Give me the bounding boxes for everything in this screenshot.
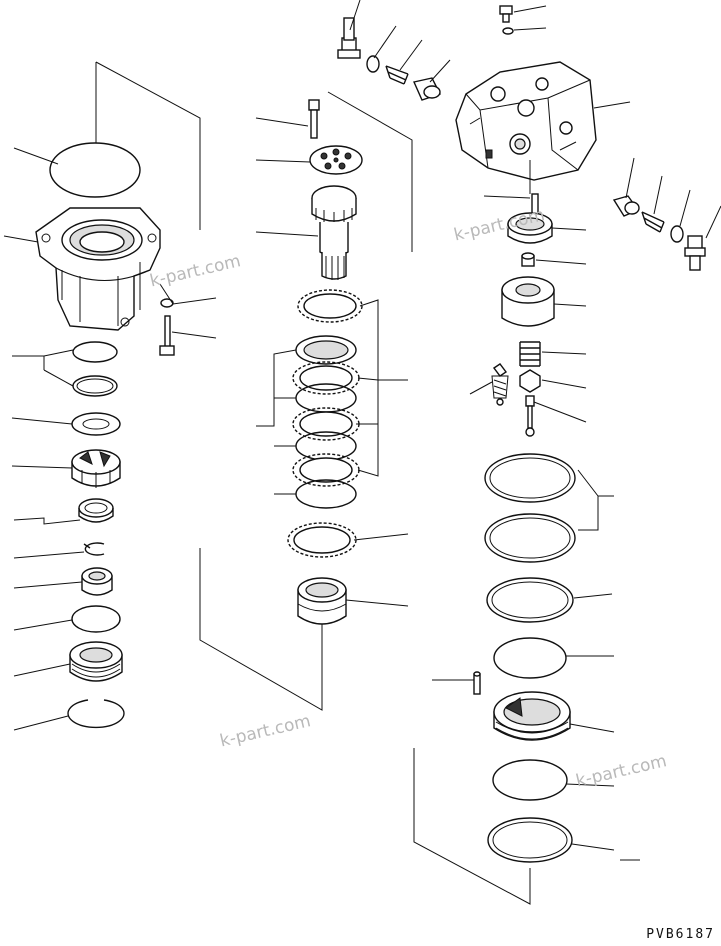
assembly-bracket-lines [95, 61, 531, 905]
center-bolt [308, 99, 320, 139]
control-piston [501, 276, 555, 327]
small-pin [473, 671, 481, 695]
bearing-small [81, 567, 113, 596]
friction-plate-stack [292, 289, 363, 509]
large-o-ring-1 [484, 453, 576, 503]
circlip-large [67, 699, 125, 729]
spring-plate [287, 522, 357, 558]
pinion-shaft [311, 185, 357, 280]
housing-bolt [159, 315, 175, 356]
middle-column-parts [287, 99, 363, 625]
o-ring-side [670, 225, 684, 243]
end-cap [493, 691, 571, 741]
washer-small [160, 298, 174, 308]
spool-side [612, 195, 640, 217]
o-ring-upper [72, 341, 118, 363]
spool-top [413, 77, 441, 101]
square-nut [519, 369, 541, 393]
threaded-nut [69, 641, 123, 682]
middle-leader-lines [255, 117, 409, 607]
cover-plate [71, 605, 121, 633]
motor-housing [35, 207, 161, 331]
left-column-parts [35, 62, 175, 729]
right-column-parts [337, 5, 706, 863]
gear-plate [309, 145, 363, 175]
small-cap [521, 252, 535, 267]
thrust-washer [71, 412, 121, 436]
check-valve-pin [491, 363, 509, 406]
right-leader-lines [349, 0, 721, 861]
o-ring-top-right [502, 27, 514, 35]
plug-side [684, 235, 706, 271]
spring-top [385, 65, 409, 85]
plug-top-left [337, 17, 361, 59]
end-disk [493, 637, 567, 679]
spring-right [519, 341, 541, 367]
large-o-ring-3 [486, 577, 574, 623]
retainer-ring-gear [71, 449, 121, 488]
needle-valve [525, 395, 535, 437]
left-leader-lines [3, 147, 217, 731]
brake-piston [297, 577, 347, 625]
bearing-right [507, 212, 553, 244]
drawing-code-label: PVB6187 [646, 927, 715, 942]
spring-side [641, 211, 665, 233]
large-o-ring-2 [484, 513, 576, 563]
o-ring-plug [366, 55, 380, 73]
cover-disk [49, 142, 141, 198]
snap-ring-small [83, 542, 105, 556]
valve-body [455, 61, 597, 181]
plug-top-right [499, 5, 513, 23]
lower-o-ring [487, 817, 573, 863]
lower-disk [492, 759, 568, 801]
seal-ring [78, 498, 114, 523]
